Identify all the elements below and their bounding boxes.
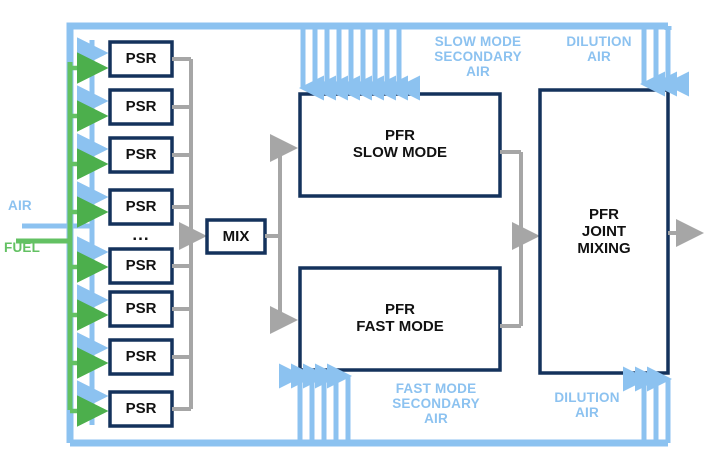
pfr-fast-mode-label: PFR FAST MODE — [300, 301, 500, 335]
air-feed-line — [22, 40, 95, 425]
psr-ellipsis: ... — [132, 225, 150, 244]
fast-mode-secondary-air-line2: SECONDARY — [392, 396, 480, 411]
psr-label-8: PSR — [125, 400, 157, 417]
pfr-slow-mode-box[interactable] — [298, 92, 502, 198]
fuel-inlet-label: FUEL — [4, 240, 41, 255]
pfr-joint-mixing-label: PFR JOINT MIXING — [540, 206, 668, 257]
pfr-joint-mixing-line2: JOINT — [581, 223, 627, 240]
air-inlet-label: AIR — [8, 198, 32, 213]
fast-mode-secondary-air-line1: FAST MODE — [395, 381, 477, 396]
pfr-fast-mode-line1: PFR — [385, 301, 415, 318]
psr-label-4: PSR — [125, 198, 157, 215]
psr-boxes[interactable] — [108, 40, 174, 428]
psr-label-3: PSR — [125, 146, 157, 163]
pfr-slow-mode-label: PFR SLOW MODE — [300, 127, 500, 161]
dilution-air-bottom-arrows — [623, 366, 673, 443]
pfr-joint-mixing-box[interactable] — [538, 88, 670, 375]
fast-mode-secondary-air-arrows — [279, 363, 353, 443]
dilution-air-bottom-line2: AIR — [575, 405, 599, 420]
psr-label-1: PSR — [125, 50, 157, 67]
slow-mode-secondary-air-line2: SECONDARY — [434, 49, 522, 64]
slow-mode-secondary-air-line1: SLOW MODE — [434, 34, 522, 49]
pfr-slow-mode-line1: PFR — [385, 127, 415, 144]
pfr-joint-mixing-line3: MIXING — [577, 240, 631, 257]
psr-label-2: PSR — [125, 98, 157, 115]
dilution-air-top-arrows — [639, 26, 689, 97]
pfr-merge-lines — [500, 150, 540, 328]
psr-label-5: PSR — [125, 257, 157, 274]
mix-label: MIX — [222, 228, 250, 245]
fast-mode-secondary-air-label: FAST MODE SECONDARY AIR — [356, 381, 516, 426]
slow-mode-secondary-air-arrows — [298, 26, 420, 101]
pfr-fast-mode-line2: FAST MODE — [356, 318, 444, 335]
fast-mode-secondary-air-line3: AIR — [424, 411, 448, 426]
mix-to-pfr-split — [265, 134, 298, 334]
dilution-air-bottom-line1: DILUTION — [554, 390, 620, 405]
dilution-air-top-line2: AIR — [587, 49, 611, 64]
psr-label-6: PSR — [125, 300, 157, 317]
slow-mode-secondary-air-label: SLOW MODE SECONDARY AIR — [398, 34, 558, 79]
fuel-branch-arrows — [70, 52, 109, 427]
pfr-slow-mode-line2: SLOW MODE — [352, 144, 448, 161]
dilution-air-top-label: DILUTION AIR — [552, 34, 646, 64]
pfr-joint-mixing-line1: PFR — [589, 206, 619, 223]
slow-mode-secondary-air-line3: AIR — [466, 64, 490, 79]
psr-collector-bus — [172, 57, 207, 411]
dilution-air-bottom-label: DILUTION AIR — [540, 390, 634, 420]
psr-label-7: PSR — [125, 348, 157, 365]
dilution-air-top-line1: DILUTION — [566, 34, 632, 49]
fuel-feed-line — [16, 62, 73, 410]
pfr-fast-mode-box[interactable] — [298, 266, 502, 372]
